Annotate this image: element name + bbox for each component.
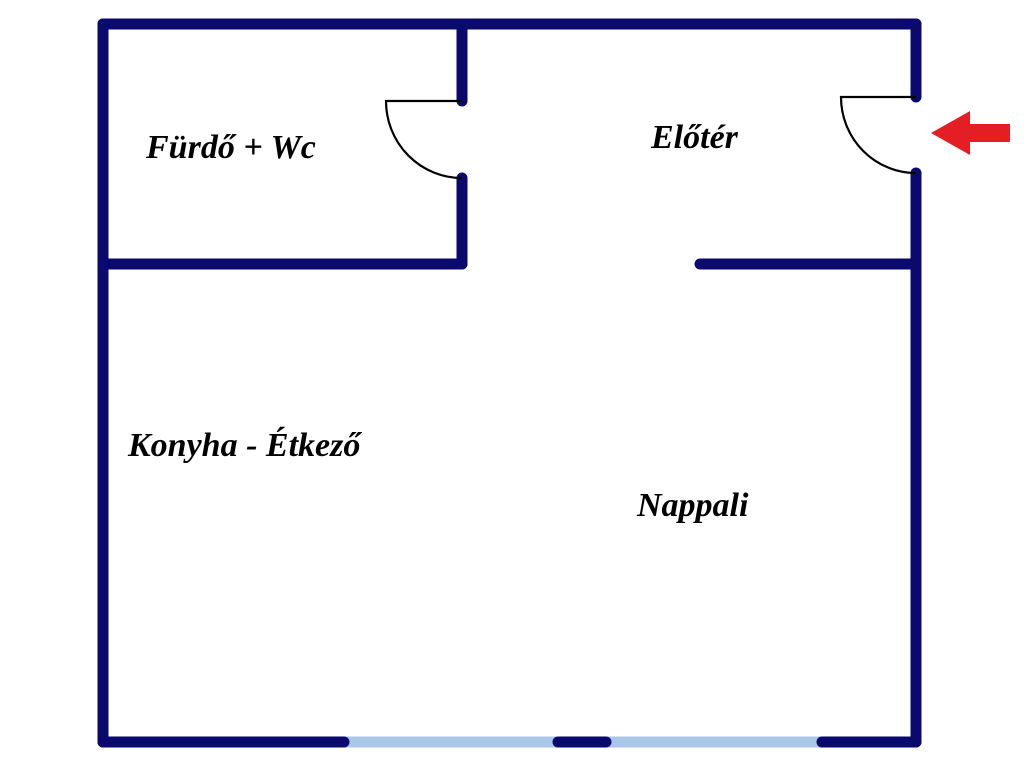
room-label-hall: Előtér (650, 119, 739, 156)
bathroom-door (384, 99, 463, 180)
door-swing-icon (384, 99, 463, 180)
entrance-door (839, 95, 917, 175)
room-label-kitchen: Konyha - Étkező (127, 427, 362, 464)
doors (384, 95, 917, 180)
door-swing-icon (839, 95, 917, 175)
room-label-living: Nappali (636, 487, 749, 524)
room-label-bathroom: Fürdő + Wc (145, 129, 316, 166)
walls (97, 18, 922, 748)
room-labels: Fürdő + Wc Előtér Konyha - Étkező Nappal… (127, 119, 749, 524)
arrow-left-icon (931, 111, 1010, 155)
